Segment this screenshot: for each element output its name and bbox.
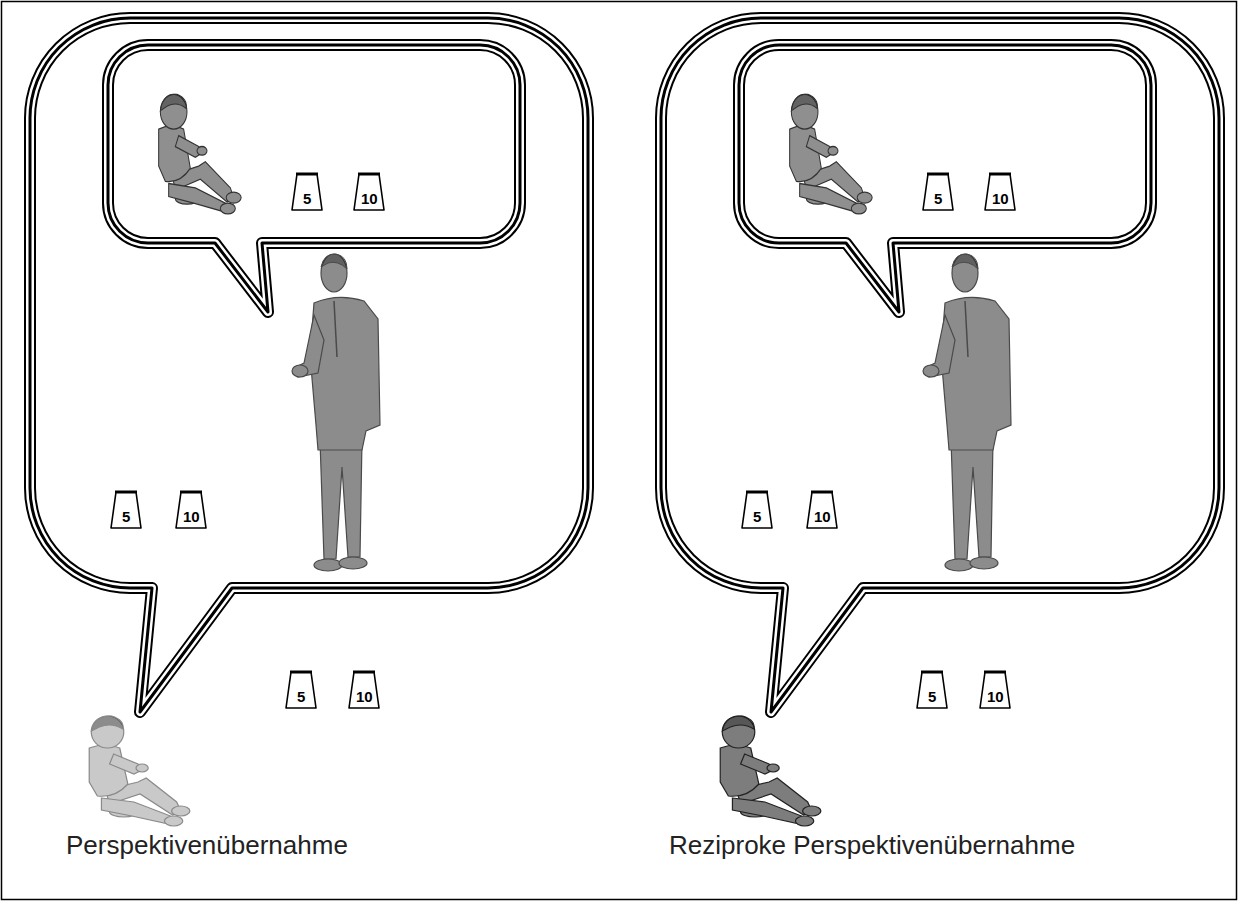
cup-rim (984, 671, 1006, 674)
bubble-outline (100, 38, 530, 318)
cup-rim (921, 671, 943, 674)
outline-gap (30, 18, 588, 712)
weight-cup: 10 (803, 488, 841, 530)
cup-rim (989, 173, 1011, 176)
outline-outer (739, 45, 1151, 312)
child-figure (89, 716, 190, 826)
weight-cup: 5 (738, 488, 776, 530)
cup-number: 5 (934, 190, 942, 207)
cup-body (286, 672, 316, 708)
cup-body (292, 174, 322, 210)
cup-number: 5 (122, 508, 130, 525)
caption-label: Perspektivenübernahme (66, 830, 348, 860)
weight-cup: 5 (288, 170, 326, 212)
cup-body (923, 174, 953, 210)
cup-rim (353, 671, 375, 674)
man-figure (292, 254, 380, 571)
cup-number: 5 (928, 688, 936, 705)
cup-number: 5 (303, 190, 311, 207)
cup-body (111, 492, 141, 528)
cup-rim (180, 491, 202, 494)
weight-cup: 5 (919, 170, 957, 212)
speech-bubble: 5 10 (731, 38, 1161, 318)
caption-label: Reziproke Perspektivenübernahme (669, 830, 1075, 860)
weight-cup: 5 (282, 668, 320, 710)
cup-rim (746, 491, 768, 494)
cup-number: 5 (753, 508, 761, 525)
cup-body (980, 672, 1010, 708)
outline-inner (30, 18, 588, 712)
outline-outer (661, 18, 1219, 712)
speech-bubble: 5 10 5 10 (651, 10, 1231, 720)
child-figure (790, 94, 873, 214)
outline-inner (108, 45, 520, 312)
child-figure (159, 94, 241, 214)
cup-number: 10 (356, 688, 373, 705)
outline-outer (108, 45, 520, 312)
cup-rim (290, 671, 312, 674)
cup-rim (811, 491, 833, 494)
outline-gap (108, 45, 520, 312)
cup-number: 10 (814, 508, 831, 525)
outline-gap (739, 45, 1151, 312)
bubble-outline (20, 10, 600, 720)
cup-body (354, 174, 384, 210)
outline-inner (661, 18, 1219, 712)
bubble-outline (651, 10, 1231, 720)
cup-body (985, 174, 1015, 210)
speech-bubble: 5 10 5 10 (20, 10, 600, 720)
cup-number: 10 (992, 190, 1009, 207)
cup-body (742, 492, 772, 528)
cup-number: 10 (183, 508, 200, 525)
cup-number: 5 (297, 688, 305, 705)
weight-cup: 5 (107, 488, 145, 530)
outline-gap (661, 18, 1219, 712)
cup-body (349, 672, 379, 708)
cup-body (807, 492, 837, 528)
cup-body (176, 492, 206, 528)
speech-bubble: 5 10 (100, 38, 530, 318)
weight-cup: 10 (172, 488, 210, 530)
child-figure (720, 716, 821, 826)
weight-cup: 5 (913, 668, 951, 710)
weight-cup: 10 (976, 668, 1014, 710)
cup-number: 10 (361, 190, 378, 207)
cup-rim (927, 173, 949, 176)
cup-rim (115, 491, 137, 494)
weight-cup: 10 (350, 170, 388, 212)
weight-cup: 10 (981, 170, 1019, 212)
man-figure (923, 254, 1011, 571)
cup-number: 10 (987, 688, 1004, 705)
cup-body (917, 672, 947, 708)
outline-inner (739, 45, 1151, 312)
cup-rim (358, 173, 380, 176)
outline-outer (30, 18, 588, 712)
weight-cup: 10 (345, 668, 383, 710)
bubble-outline (731, 38, 1161, 318)
cup-rim (296, 173, 318, 176)
